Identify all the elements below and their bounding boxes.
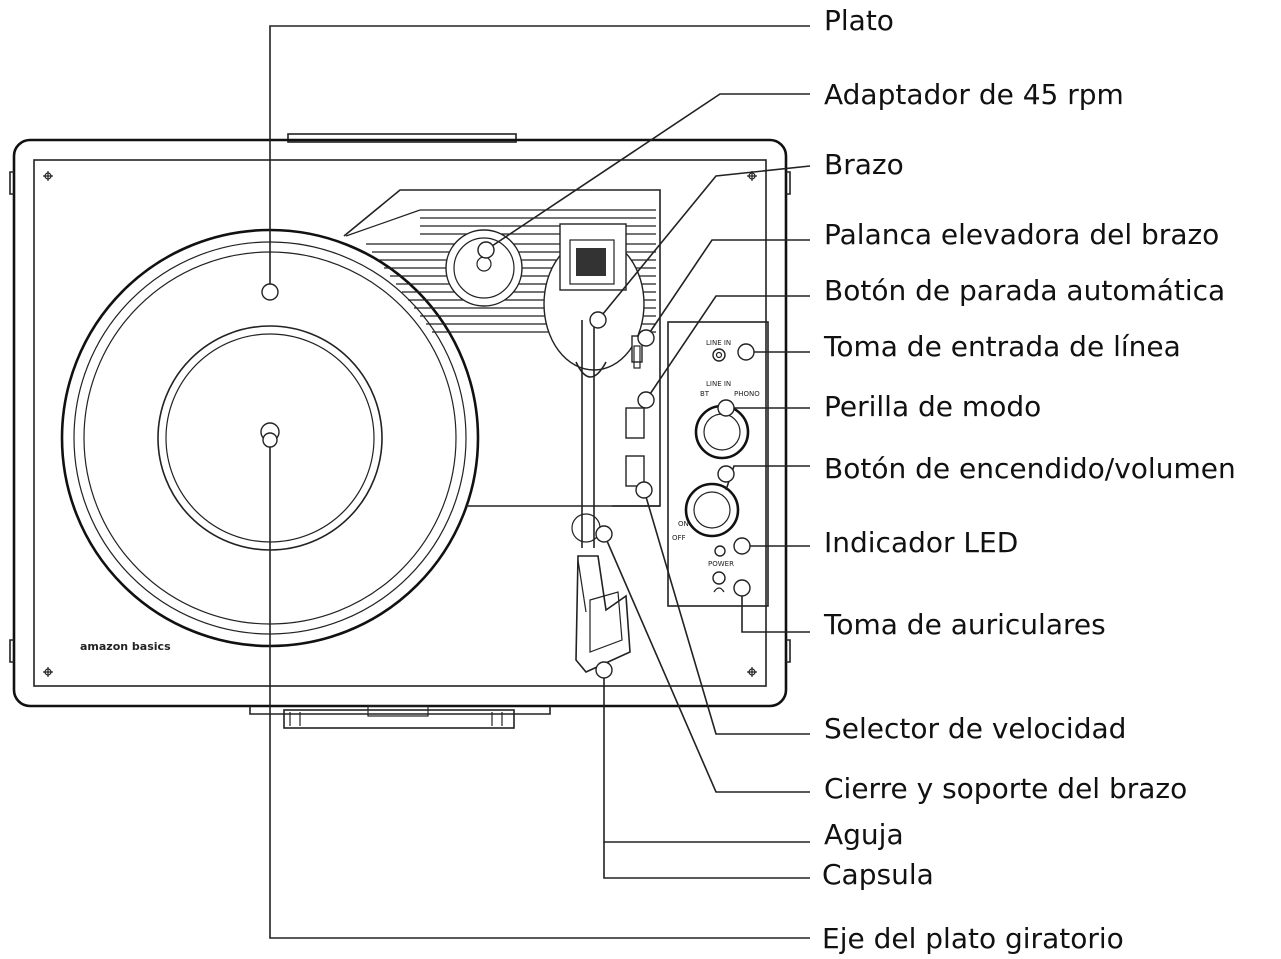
callout-markers <box>260 241 755 679</box>
brand-logo: amazon basics <box>80 640 171 653</box>
mode-phono-label: PHONO <box>734 390 760 398</box>
label-plato: Plato <box>824 4 894 37</box>
mode-bt-label: BT <box>700 390 710 398</box>
line-in-jack-label: LINE IN <box>706 339 731 347</box>
label-toma-entrada: Toma de entrada de línea <box>823 330 1181 363</box>
off-label: OFF <box>672 534 686 542</box>
label-palanca: Palanca elevadora del brazo <box>824 218 1219 251</box>
power-label: POWER <box>708 560 734 568</box>
label-boton-encendido: Botón de encendido/volumen <box>824 452 1236 485</box>
label-selector-velocidad: Selector de velocidad <box>824 712 1126 745</box>
callout-lines <box>269 25 811 939</box>
label-perilla-modo: Perilla de modo <box>824 390 1041 423</box>
label-aguja: Aguja <box>824 818 904 851</box>
turntable-body: amazon basics <box>9 133 791 729</box>
label-toma-auriculares: Toma de auriculares <box>823 608 1106 641</box>
label-cierre-soporte: Cierre y soporte del brazo <box>824 772 1187 805</box>
tonearm-deck <box>343 189 661 673</box>
label-eje: Eje del plato giratorio <box>822 922 1124 955</box>
label-boton-parada: Botón de parada automática <box>824 274 1225 307</box>
control-panel: LINE IN LINE IN BT PHONO ON OFF POWER <box>667 321 769 607</box>
label-adaptador: Adaptador de 45 rpm <box>824 78 1124 111</box>
label-brazo: Brazo <box>824 148 904 181</box>
label-capsula: Capsula <box>822 858 934 891</box>
on-label: ON <box>678 520 689 528</box>
callout-labels: Plato Adaptador de 45 rpm Brazo Palanca … <box>822 4 1236 955</box>
mode-line-in-label: LINE IN <box>706 380 731 388</box>
label-indicador-led: Indicador LED <box>824 526 1018 559</box>
